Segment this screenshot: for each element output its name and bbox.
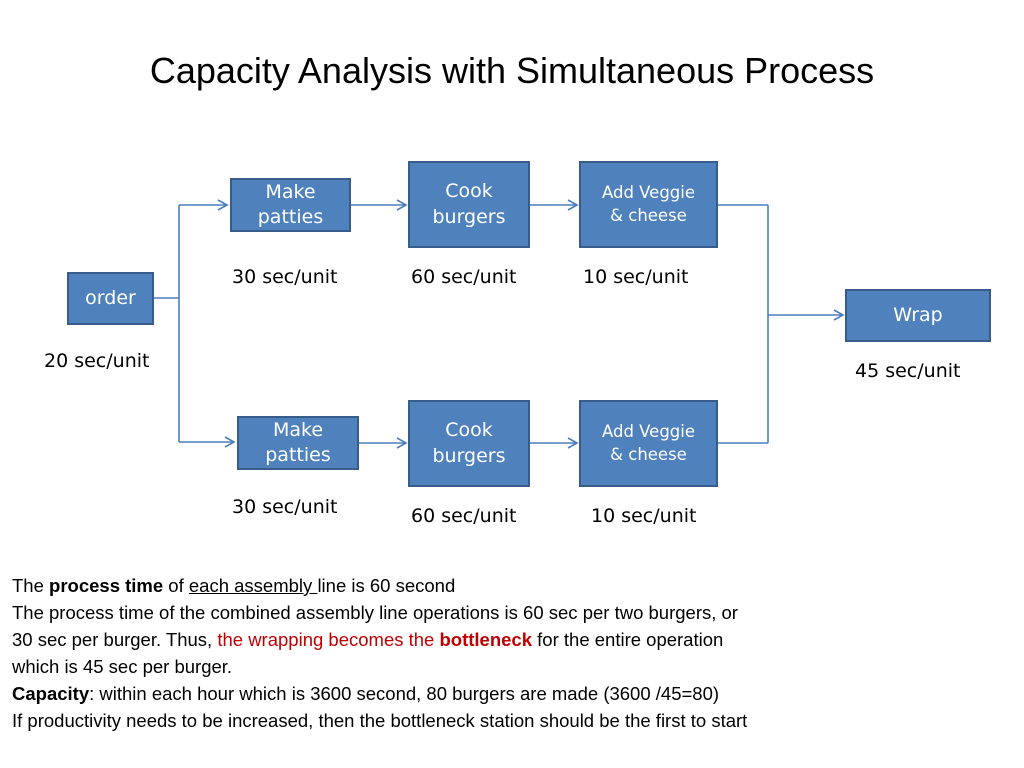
explanation-line-1: The process time of each assembly line i…: [12, 572, 1012, 599]
bottom-make-patties-label: Make patties: [265, 419, 331, 466]
explanation-line-4: which is 45 sec per burger.: [12, 656, 233, 677]
bottleneck-statement: the wrapping becomes the: [217, 629, 440, 650]
bottleneck-term: bottleneck: [439, 629, 533, 650]
text-fragment: of: [163, 575, 189, 596]
capacity-term: Capacity: [12, 683, 90, 704]
explanation-line-6: If productivity needs to be increased, t…: [12, 710, 748, 731]
top-make-patties-label: Make patties: [257, 181, 324, 228]
top-make-patties-box: Make patties: [230, 178, 351, 232]
bottom-cook-burgers-rate: 60 sec/unit: [411, 505, 517, 527]
top-add-veggie-rate: 10 sec/unit: [583, 266, 689, 288]
bottom-add-veggie-box: Add Veggie & cheese: [579, 400, 718, 487]
each-assembly-term: each assembly: [188, 575, 318, 596]
top-add-veggie-label: Add Veggie & cheese: [601, 183, 696, 225]
text-fragment: The: [12, 575, 50, 596]
text-fragment: for the entire operation: [532, 629, 724, 650]
wrap-label: Wrap: [893, 303, 943, 326]
text-fragment: : within each hour which is 3600 second,…: [89, 683, 720, 704]
explanation-line-5: Capacity: within each hour which is 3600…: [12, 680, 1012, 707]
top-cook-burgers-rate: 60 sec/unit: [411, 266, 517, 288]
top-add-veggie-box: Add Veggie & cheese: [579, 161, 718, 248]
order-label: order: [85, 286, 136, 309]
text-fragment: line is 60 second: [317, 575, 456, 596]
top-cook-burgers-label: Cook burgers: [432, 179, 506, 228]
wrap-box: Wrap: [845, 289, 991, 342]
explanation-line-3: 30 sec per burger. Thus, the wrapping be…: [12, 626, 1012, 653]
process-time-term: process time: [49, 575, 164, 596]
order-box: order: [67, 272, 154, 325]
explanation-line-2: The process time of the combined assembl…: [12, 602, 738, 623]
bottom-cook-burgers-box: Cook burgers: [408, 400, 530, 487]
bottom-add-veggie-rate: 10 sec/unit: [591, 505, 697, 527]
wrap-rate: 45 sec/unit: [855, 360, 961, 382]
bottom-cook-burgers-label: Cook burgers: [432, 418, 506, 467]
order-rate: 20 sec/unit: [44, 350, 150, 372]
top-cook-burgers-box: Cook burgers: [408, 161, 530, 248]
bottom-add-veggie-label: Add Veggie & cheese: [601, 422, 696, 464]
bottom-make-patties-box: Make patties: [237, 416, 359, 470]
explanation-text: The process time of each assembly line i…: [12, 572, 1012, 734]
slide-title: Capacity Analysis with Simultaneous Proc…: [149, 50, 875, 91]
text-fragment: 30 sec per burger. Thus,: [12, 629, 218, 650]
top-make-patties-rate: 30 sec/unit: [232, 266, 338, 288]
bottom-make-patties-rate: 30 sec/unit: [232, 496, 338, 518]
